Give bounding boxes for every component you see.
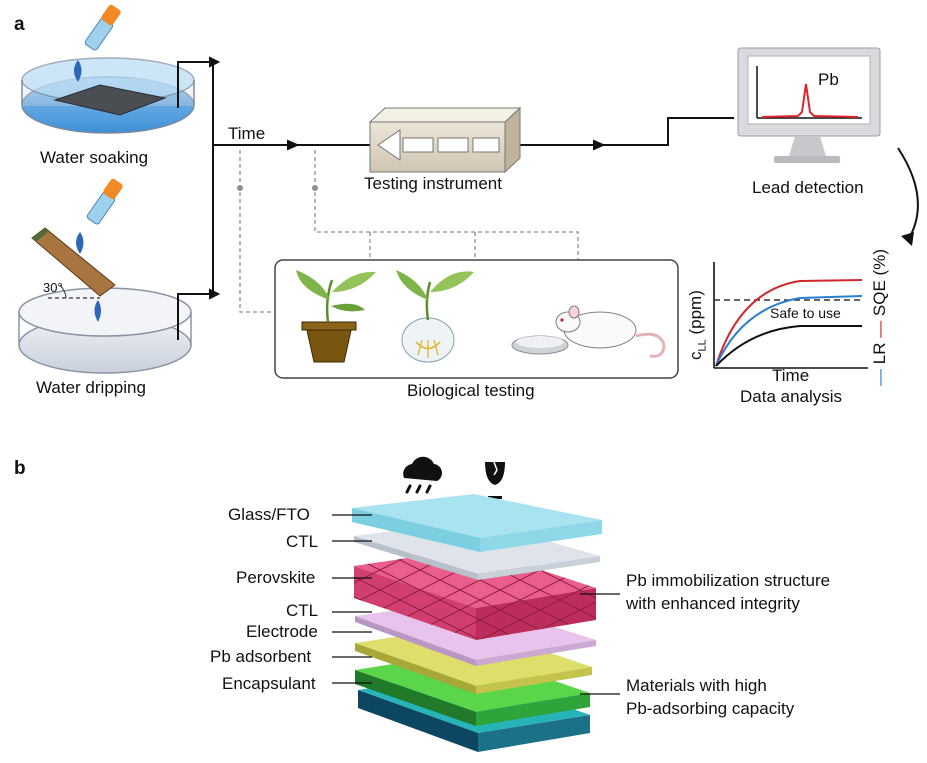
layer-label-ctl-bottom: CTL	[286, 601, 319, 620]
sqe-label: SQE (%)	[870, 249, 889, 317]
panel-letter-b: b	[14, 458, 26, 479]
layer-stack	[352, 494, 602, 752]
dropper-icon	[74, 4, 121, 82]
fragile-icon	[485, 461, 505, 499]
data-analysis-graph	[713, 262, 868, 369]
layer-label-pb-adsorbent: Pb adsorbent	[210, 647, 312, 666]
pb-peak-label: Pb	[818, 70, 839, 89]
testing-instrument-label: Testing instrument	[364, 174, 502, 193]
graph-y-label: cLL (ppm)	[686, 290, 708, 360]
monitor-illustration	[737, 47, 881, 163]
hydroponic-plant-illustration	[396, 270, 474, 363]
layer-label-electrode: Electrode	[246, 622, 318, 641]
layer-label-encapsulant: Encapsulant	[222, 674, 316, 693]
dripping-dish-illustration	[18, 227, 192, 374]
layer-label-glass: Glass/FTO	[228, 505, 310, 524]
weather-icon	[403, 456, 442, 494]
note-top-line-2: with enhanced integrity	[626, 594, 800, 613]
leader-lines	[332, 514, 620, 695]
curved-arrow	[897, 147, 919, 246]
y-label-main: c	[686, 351, 705, 361]
graph-right-label: — LR — SQE (%)	[870, 249, 889, 386]
flow-lines	[177, 56, 734, 340]
angle-label: 30°	[43, 280, 63, 295]
lead-detection-label: Lead detection	[752, 178, 864, 197]
biological-testing-label: Biological testing	[407, 381, 535, 400]
layer-label-perovskite: Perovskite	[236, 568, 316, 587]
y-label-unit: (ppm)	[686, 290, 705, 335]
soaking-dish-illustration	[21, 57, 195, 134]
water-dripping-label: Water dripping	[36, 378, 146, 397]
threshold-label: Safe to use	[770, 305, 841, 321]
panel-letter-a: a	[14, 14, 25, 35]
biological-testing-box	[274, 259, 679, 379]
graph-x-label: Time	[772, 366, 810, 385]
mouse-illustration	[511, 305, 666, 358]
graph-caption: Data analysis	[740, 387, 843, 406]
dropper-icon-2	[76, 178, 123, 254]
time-label: Time	[228, 124, 266, 143]
note-top-line-1: Pb immobilization structure	[626, 571, 831, 590]
potted-plant-illustration	[296, 270, 376, 363]
note-bottom-line-2: Pb-adsorbing capacity	[626, 699, 795, 718]
note-bottom-line-1: Materials with high	[626, 676, 767, 695]
lr-label: LR	[870, 342, 889, 365]
y-label-sub: LL	[696, 339, 709, 352]
testing-instrument-illustration	[368, 106, 522, 174]
water-soaking-label: Water soaking	[40, 148, 149, 167]
layer-label-ctl-top: CTL	[286, 532, 319, 551]
